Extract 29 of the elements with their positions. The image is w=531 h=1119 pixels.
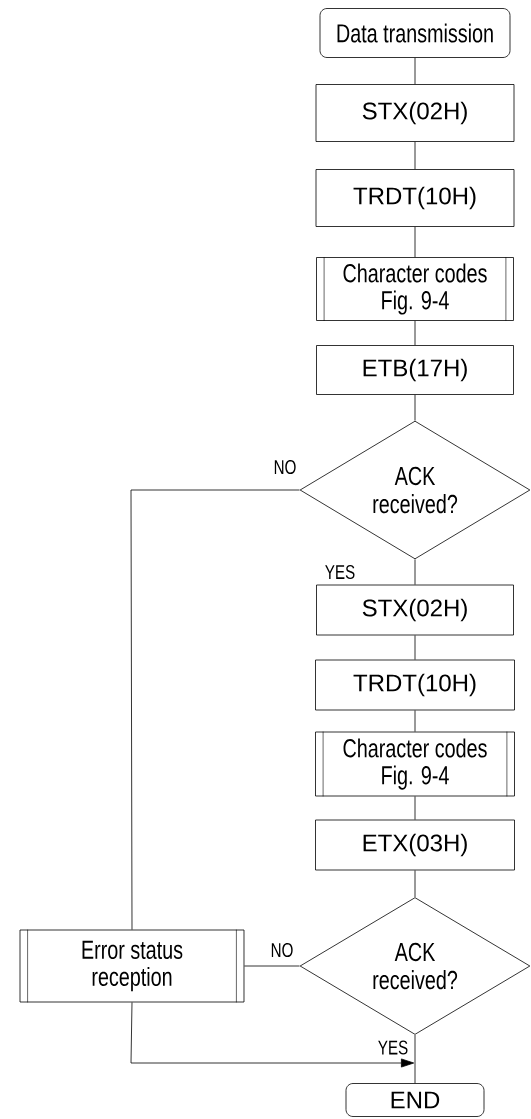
edge-label: YES xyxy=(376,1039,410,1056)
connector xyxy=(414,870,416,898)
connector xyxy=(414,320,416,346)
connector xyxy=(414,559,416,585)
process-box: TRDT(10H) xyxy=(315,659,515,711)
connector xyxy=(414,796,416,820)
subroutine-box: Error status reception xyxy=(19,929,245,1003)
subroutine-box: Character codes Fig. 9-4 xyxy=(316,256,514,322)
connector xyxy=(414,710,416,732)
connector xyxy=(130,489,300,930)
edge-label: NO xyxy=(272,458,298,476)
process-box: ETX(03H) xyxy=(315,819,515,871)
process-box: STX(02H) xyxy=(315,84,515,142)
terminal-box: END xyxy=(345,1083,485,1117)
process-box: STX(02H) xyxy=(316,584,514,636)
edge-label: NO xyxy=(269,941,295,959)
connector xyxy=(244,965,300,967)
connector xyxy=(414,394,416,421)
edge-label: YES xyxy=(323,563,357,581)
connector xyxy=(130,1002,415,1068)
connector xyxy=(414,141,416,170)
connector xyxy=(414,1034,416,1084)
connector xyxy=(414,57,416,85)
connector xyxy=(414,635,416,660)
connector xyxy=(414,226,416,258)
process-box: TRDT(10H) xyxy=(315,169,515,227)
subroutine-box: Character codes Fig. 9-4 xyxy=(315,731,515,797)
terminal-box: Data transmission xyxy=(319,8,511,58)
process-box: ETB(17H) xyxy=(316,345,514,395)
